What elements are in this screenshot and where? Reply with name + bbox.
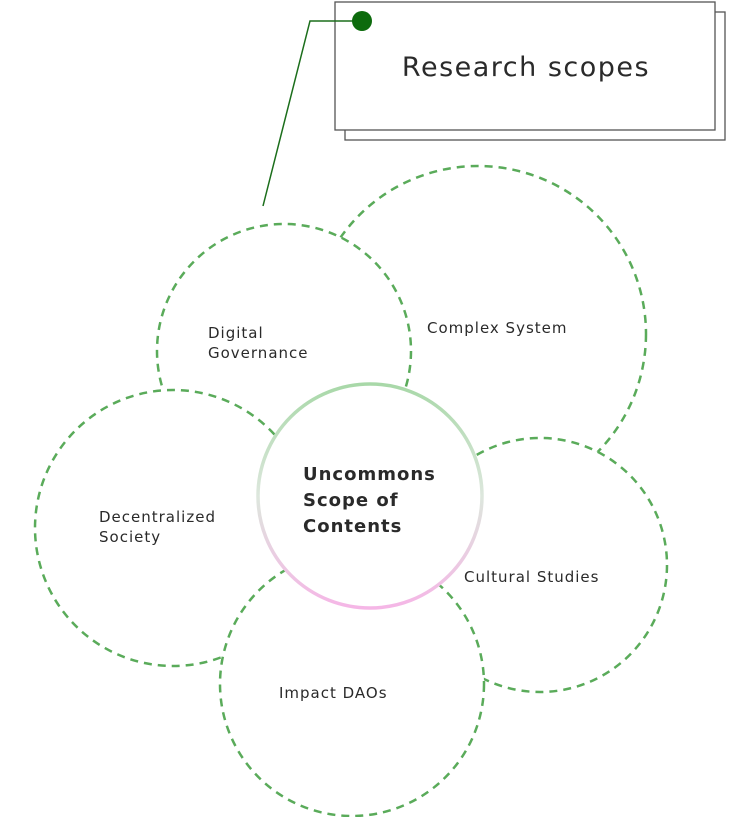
leader-line [262, 20, 362, 207]
diagram-title: Research scopes [402, 52, 650, 83]
scope-label-complex-system: Complex System [427, 319, 568, 337]
scope-label-impact-daos: Impact DAOs [279, 684, 388, 702]
scope-label-digital-governance: Digital Governance [208, 324, 309, 362]
title-card [334, 1, 716, 131]
leader-dot [352, 11, 372, 31]
scope-label-cultural-studies: Cultural Studies [464, 568, 599, 586]
center-label: Uncommons Scope of Contents [303, 464, 443, 537]
scope-label-decentralized-society: Decentralized Society [99, 508, 222, 546]
center-circle [256, 382, 484, 610]
